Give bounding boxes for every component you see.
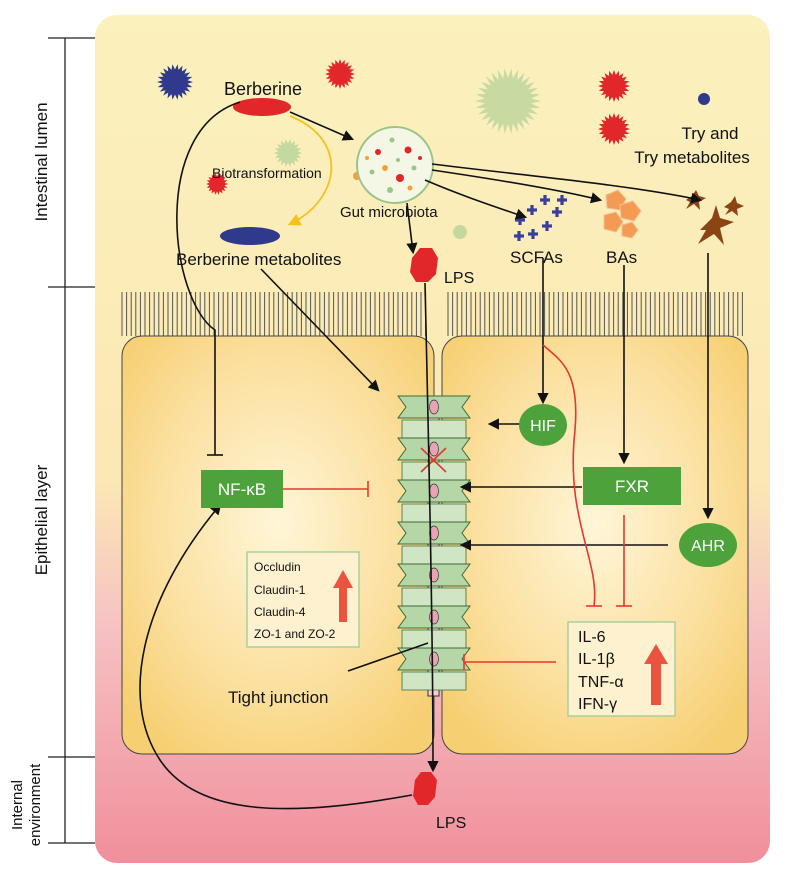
- scfas-icon: [514, 195, 567, 241]
- tj-protein-2: Claudin-1: [254, 583, 306, 597]
- tj-protein-1: Occludin: [254, 560, 301, 574]
- bas-icon: [603, 189, 642, 239]
- region-label-lumen: Intestinal lumen: [32, 102, 51, 221]
- berberine-metabolites-label: Berberine metabolites: [176, 250, 341, 269]
- tj-up-arrow-icon: [333, 570, 353, 622]
- biotransformation-arrow: [287, 115, 333, 226]
- berberine-metabolites-molecule: [220, 227, 280, 245]
- tj-protein-3: Claudin-4: [254, 605, 306, 619]
- hif-node: HIF: [519, 404, 567, 446]
- fxr-label: FXR: [615, 477, 649, 496]
- ahr-node: AHR: [679, 523, 737, 567]
- lps-bottom-label: LPS: [436, 815, 466, 832]
- pathway-arrows: [139, 111, 714, 810]
- inhibition-lines: [176, 101, 632, 670]
- scfas-label: SCFAs: [510, 248, 563, 267]
- fxr-node: FXR: [583, 467, 681, 505]
- gut-microbiota-icon: [356, 126, 434, 204]
- gut-microbiota-label: Gut microbiota: [340, 204, 438, 221]
- try-label-1: Try and: [681, 124, 738, 143]
- ahr-label: AHR: [691, 538, 725, 555]
- cytokine-1: IL-6: [578, 629, 606, 646]
- microvilli-right: [447, 292, 743, 336]
- bas-label: BAs: [606, 248, 637, 267]
- tight-junction-complex: [397, 395, 471, 697]
- lps-top-label: LPS: [444, 270, 474, 287]
- region-label-internal-1: Internal: [9, 780, 26, 830]
- region-label-epithelial: Epithelial layer: [32, 464, 51, 575]
- region-bracket: [48, 37, 95, 844]
- berberine-molecule: [233, 98, 291, 116]
- tight-junction-label: Tight junction: [228, 688, 328, 707]
- cytokine-2: IL-1β: [578, 651, 615, 668]
- nfkb-label: NF-κB: [218, 480, 266, 499]
- cytokine-4: IFN-γ: [578, 696, 617, 713]
- berberine-label: Berberine: [224, 79, 302, 99]
- tj-protein-4: ZO-1 and ZO-2: [254, 627, 336, 641]
- microvilli-left: [121, 292, 427, 336]
- lps-top-icon: [410, 248, 438, 282]
- nfkb-node: NF-κB: [201, 470, 283, 508]
- tight-junction-proteins-box: [246, 551, 360, 648]
- biotransformation-label: Biotransformation: [212, 165, 322, 181]
- lps-bottom-icon: [413, 772, 437, 805]
- try-label-2: Try metabolites: [634, 148, 750, 167]
- hif-label: HIF: [530, 418, 556, 435]
- cytokine-3: TNF-α: [578, 674, 624, 691]
- cytokine-up-arrow-icon: [644, 644, 668, 705]
- bacteria-group: [157, 59, 710, 239]
- region-label-internal-2: environment: [27, 763, 44, 846]
